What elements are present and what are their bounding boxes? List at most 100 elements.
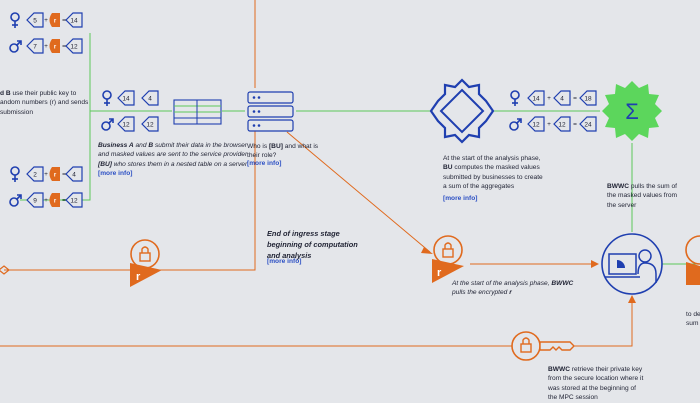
mask-label: r — [54, 45, 57, 51]
right-edge-description: to de sum — [686, 310, 700, 329]
equals-sign: = — [62, 17, 66, 24]
submit-line-2: and masked values are sent to the servic… — [98, 151, 248, 159]
male-symbol-icon — [9, 194, 22, 207]
male-sum-row: 12 + 12 = 24 — [509, 116, 597, 132]
mask-r-icon — [432, 259, 464, 283]
female-symbol-icon — [10, 12, 20, 29]
bwwc-label: BWWC — [607, 183, 629, 190]
plus-sign: + — [44, 197, 48, 204]
bwwc-label: BWWC — [548, 366, 570, 373]
business-b-female-row: 2 + r = 4 — [10, 166, 83, 183]
submitted-value: 14 — [122, 96, 130, 103]
business-a-label: Business A — [98, 142, 134, 149]
pull-encrypted-r-description: At the start of the analysis phase, BWWC… — [452, 279, 592, 298]
key-line-2: from the secure location where it — [548, 375, 644, 383]
plus-sign: + — [547, 121, 551, 128]
bwwc-label: BWWC — [551, 280, 574, 287]
submit-line-3: who stores them in a nested table on a s… — [111, 160, 248, 168]
padlock-icon — [139, 252, 151, 262]
business-a-female-row: 5 + r = 14 — [10, 12, 83, 29]
female-sum-row: 14 + 4 = 18 — [510, 90, 597, 107]
female-masked-sum: 4 — [72, 172, 76, 179]
intro-line-2: andom numbers (r) and sends — [0, 99, 89, 107]
key-line-4: the MPC session — [548, 394, 598, 402]
sum-total: 24 — [584, 122, 592, 129]
key-icon — [511, 331, 575, 361]
intro-line-3: submission — [0, 108, 33, 116]
submitted-value: 4 — [148, 96, 152, 103]
mask-label: r — [54, 19, 57, 25]
submit-description: Business A and B submit their data in th… — [98, 141, 248, 169]
sum-operand: 12 — [532, 122, 540, 129]
lock-line-1: At the start of the analysis phase, — [452, 280, 550, 287]
plus-sign: + — [44, 17, 48, 24]
female-value: 2 — [33, 172, 37, 179]
r-label: r — [509, 289, 512, 297]
sum-operand: 12 — [558, 122, 566, 129]
ingress-stage-heading: End of ingress stage beginning of comput… — [267, 228, 407, 261]
server-line-2: their role? — [247, 152, 277, 160]
analysis-line-4: a sum of the aggregates — [443, 183, 515, 191]
ingress-more-info-link[interactable]: [more info] — [267, 258, 302, 265]
analysis-line-1: At the start of the analysis phase, — [443, 155, 541, 162]
conjunction: and — [133, 142, 149, 149]
encrypted-r-lock-center: r — [432, 235, 464, 283]
server-line-1a: Who is — [247, 143, 269, 150]
business-b-label: B — [148, 142, 154, 149]
analysis-line-3: submitted by businesses to create — [443, 173, 543, 181]
server-more-info-link[interactable]: [more info] — [247, 160, 282, 167]
female-symbol-icon — [510, 90, 520, 107]
lock-line-2: pulls the encrypted — [452, 289, 508, 297]
bu-label: BU — [443, 164, 453, 172]
mask-label: r — [54, 199, 57, 205]
male-symbol-icon — [101, 118, 114, 131]
female-symbol-icon — [102, 90, 112, 107]
ingress-line-1: End of ingress stage — [267, 229, 340, 238]
mask-label: r — [136, 271, 141, 283]
sigma-symbol: Σ — [625, 99, 639, 124]
equals-sign: = — [62, 43, 66, 50]
right-edge-line-1: to de — [686, 311, 700, 318]
submitted-male-values: 12 12 — [101, 116, 159, 132]
equals-sign: = — [62, 171, 66, 178]
male-symbol-icon — [9, 40, 22, 53]
nested-table-icon — [173, 99, 222, 125]
equals-sign: = — [62, 197, 66, 204]
sum-operand: 14 — [532, 96, 540, 103]
submitted-value: 12 — [122, 122, 130, 129]
encrypted-r-lock-right-partial — [685, 235, 700, 285]
submitted-female-values: 14 4 — [102, 90, 159, 107]
pull-line-1: pulls the sum of — [628, 183, 677, 190]
connector-lines — [0, 0, 700, 347]
submitted-value: 12 — [146, 122, 154, 129]
sum-total: 18 — [584, 96, 592, 103]
private-key-description: BWWC retrieve their private key from the… — [548, 365, 688, 403]
server-role-description: Who is [BU] and what is their role? — [247, 142, 327, 161]
male-masked-sum: 12 — [70, 44, 78, 51]
analysis-more-info-link[interactable]: [more info] — [443, 195, 478, 202]
equals-sign: = — [573, 121, 577, 128]
mask-r-icon — [130, 263, 162, 287]
bu-label: [BU] — [98, 160, 112, 168]
submit-line-1: submit their data in the browser — [153, 142, 247, 149]
submit-more-info-link[interactable]: [more info] — [98, 170, 133, 177]
pull-line-2: the masked values from — [607, 192, 677, 200]
padlock-icon — [442, 248, 454, 258]
plus-sign: + — [44, 43, 48, 50]
sigma-sum-icon: Σ — [602, 81, 662, 141]
analysis-description: At the start of the analysis phase, BU c… — [443, 154, 573, 192]
pull-line-3: the server — [607, 201, 637, 209]
equals-sign: = — [573, 95, 577, 102]
mask-label: r — [437, 267, 442, 279]
male-value: 7 — [33, 44, 37, 51]
right-edge-line-2: sum — [686, 320, 699, 328]
sum-operand: 4 — [560, 96, 564, 103]
female-masked-sum: 14 — [70, 18, 78, 25]
bu-label: [BU] — [268, 143, 283, 150]
intro-bold: d B — [0, 90, 11, 97]
server-icon[interactable] — [247, 91, 294, 132]
intro-description: d B use their public key to andom number… — [0, 89, 92, 117]
business-b-male-row: 9 + r = 12 — [9, 192, 83, 208]
male-symbol-icon — [509, 118, 522, 131]
